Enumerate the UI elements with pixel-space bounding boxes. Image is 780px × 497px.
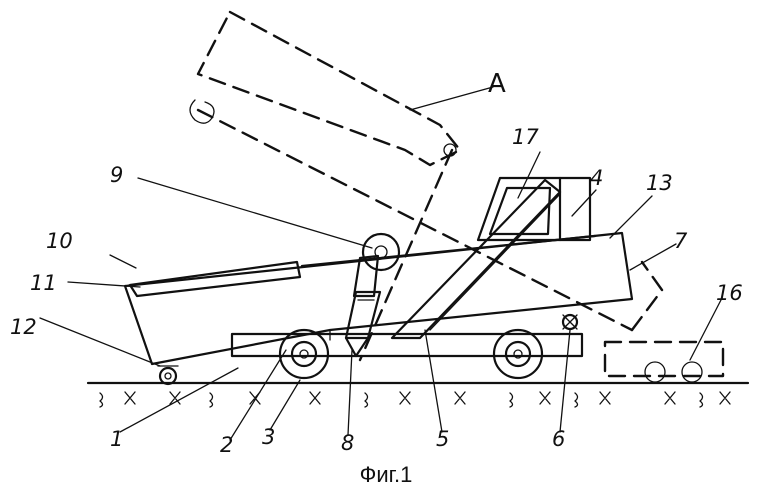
label-11: 11 [30,271,57,295]
rear-wheel [494,330,542,378]
label-5: 5 [436,427,449,451]
label-16: 16 [716,281,743,305]
label-view-a: A [488,69,506,99]
body-lid [130,262,300,296]
label-13: 13 [646,171,673,195]
label-10: 10 [46,229,73,253]
label-6: 6 [552,427,565,451]
tail-roller [158,366,178,384]
label-7: 7 [674,229,688,253]
label-1: 1 [110,427,123,451]
label-3: 3 [262,425,275,449]
label-2: 2 [220,433,233,457]
label-17: 17 [512,125,539,149]
towed-cart [605,342,723,382]
label-12: 12 [10,315,37,339]
body-pivot [563,315,577,329]
label-4: 4 [590,166,603,190]
label-9: 9 [110,163,123,187]
figure-caption: Фиг.1 [360,462,413,487]
label-8: 8 [341,431,354,455]
